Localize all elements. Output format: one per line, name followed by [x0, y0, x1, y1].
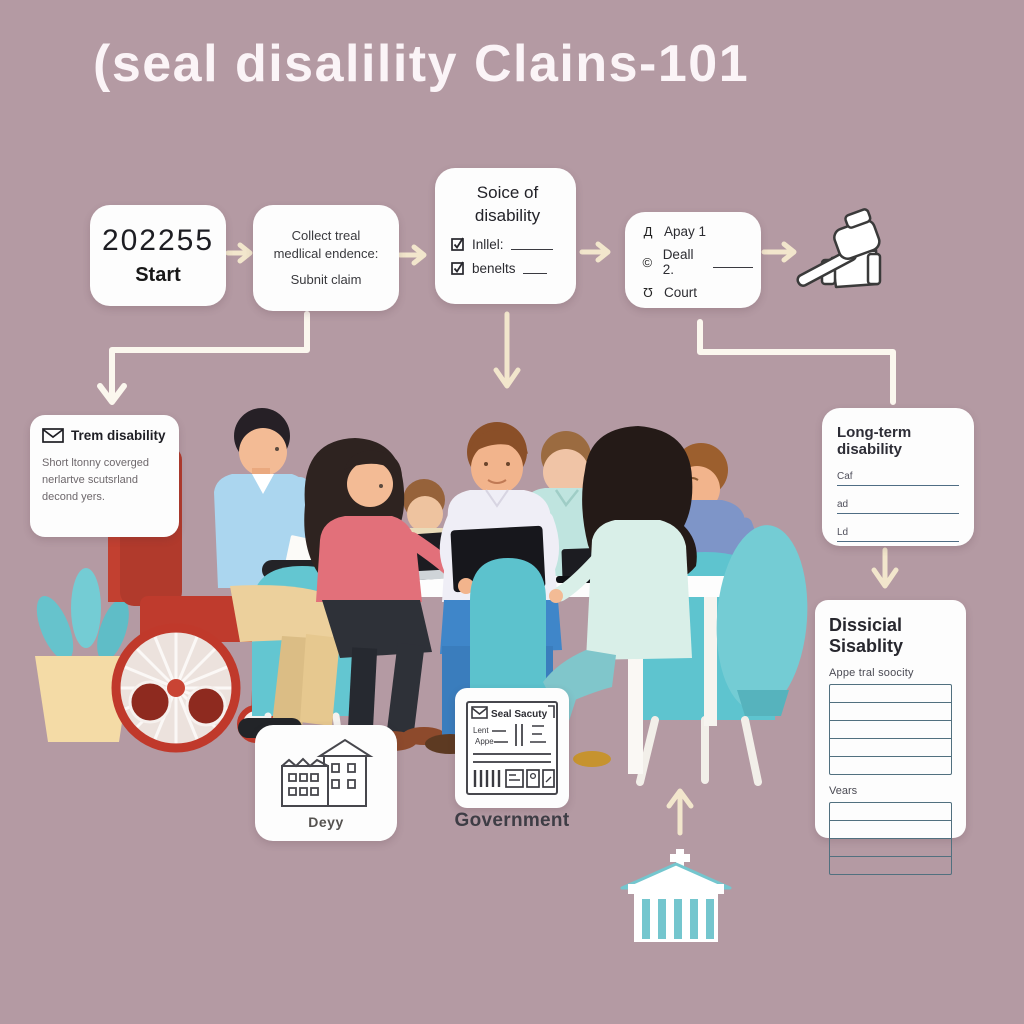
wheelchair-wheel — [111, 623, 275, 753]
term-card-title: Trem disability — [71, 428, 166, 443]
long-term-title: Long-term disability — [837, 424, 912, 458]
envelope-icon — [42, 428, 64, 443]
checkbox-checked-icon — [451, 237, 464, 252]
buildings-icon — [281, 738, 374, 807]
flow-step-start: 202255 Start — [90, 205, 226, 306]
social-security-doc-card: Seal Sacuty Lent Appe — [455, 688, 569, 808]
flow-step-collect: Collect treal medlical endence: Subnit c… — [253, 205, 399, 311]
form-field: ad — [837, 499, 959, 514]
long-term-disability-card: Long-term disability Caf ad Ld — [822, 408, 974, 546]
social-card-subtitle: Appe tral soocity — [829, 667, 914, 679]
copyright-glyph-icon: © — [642, 254, 653, 270]
social-card-title: Dissicial Sisablity — [829, 615, 904, 656]
source-title-line2: disability — [474, 205, 541, 225]
collect-line1: Collect treal — [291, 228, 361, 244]
social-disability-card: Dissicial Sisablity Appe tral soocity Ve… — [815, 600, 966, 875]
term-body-line1: Short ltonny coverged — [42, 457, 150, 469]
years-label: Vears — [829, 785, 858, 797]
start-number: 202255 — [101, 224, 215, 257]
government-label: Government — [454, 810, 570, 831]
person-back-woman — [524, 426, 697, 767]
flow-step-source: Soice of disability Inllel: benelts — [435, 168, 576, 304]
collect-line3: Subnit claim — [290, 272, 362, 288]
blank-form-rows — [829, 684, 952, 775]
blank-line — [522, 263, 547, 274]
term-body-line3: decond yers. — [42, 491, 105, 504]
checkbox-checked-icon — [451, 261, 464, 276]
document-form-icon: Seal Sacuty Lent Appe — [466, 701, 558, 795]
term-body-line2: nerlartve scutsrland — [42, 474, 138, 487]
ssa-doc-header: Seal Sacuty — [491, 709, 548, 720]
agency-card: Deyy — [255, 725, 397, 841]
ssa-doc-field2: Appe — [475, 737, 494, 746]
page-title: (seal disalility Clains-101 — [93, 35, 750, 93]
person-coral-top — [304, 438, 465, 751]
appeal-item1: Apay 1 — [664, 224, 707, 239]
form-field: Caf — [837, 471, 959, 486]
form-field: Ld — [837, 527, 959, 542]
horseshoe-glyph-icon: Ʊ — [643, 285, 653, 300]
source-item1: Inllel: — [472, 236, 504, 252]
potted-plant — [35, 568, 132, 742]
source-item2: benelts — [472, 260, 516, 276]
agency-label: Deyy — [308, 814, 344, 830]
blank-line — [510, 239, 553, 250]
collect-line2: medlical endence: — [273, 245, 379, 261]
person-glyph-icon: Д — [643, 224, 653, 239]
flow-step-appeal: Д Apay 1 © Deall 2. Ʊ Court — [625, 212, 761, 308]
source-title-line1: Soice of — [476, 183, 539, 202]
appeal-item3: Court — [664, 285, 698, 300]
blank-form-rows — [829, 802, 952, 875]
leaf-plant — [716, 525, 808, 716]
term-disability-card: Trem disability Short ltonny coverged ne… — [30, 415, 179, 537]
blank-line — [713, 257, 754, 268]
start-label: Start — [135, 264, 181, 286]
appeal-item2: Deall 2. — [662, 247, 694, 277]
ssa-doc-field1: Lent — [473, 726, 489, 735]
